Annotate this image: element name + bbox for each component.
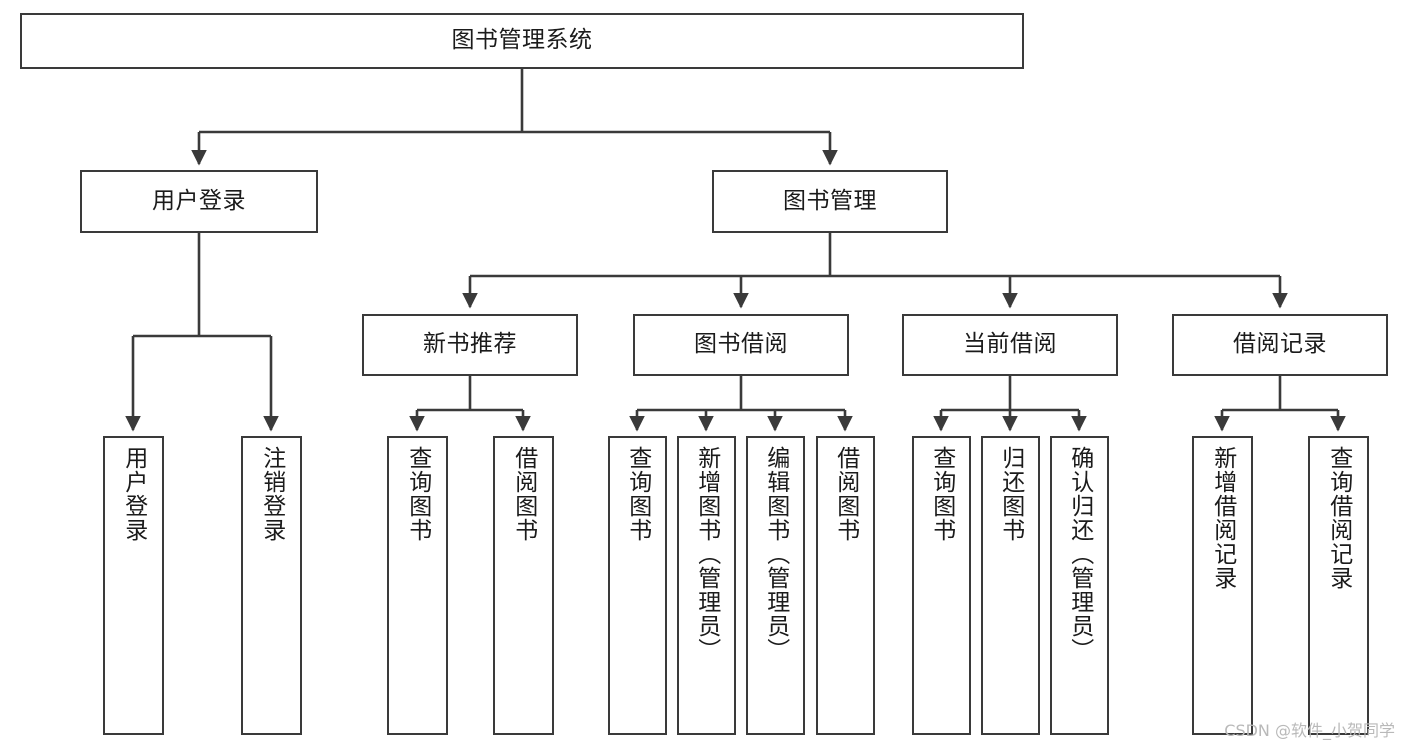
node-borrowing-record[interactable]: 借阅记录 [1172, 314, 1388, 376]
node-label: 新书推荐 [423, 331, 517, 358]
node-new-book-recommendation[interactable]: 新书推荐 [362, 314, 578, 376]
node-label: 借阅图书 [832, 446, 859, 542]
watermark: CSDN @软件_小贺同学 [1224, 721, 1395, 740]
node-label: 查询图书 [624, 446, 651, 542]
node-label: 归还图书 [997, 446, 1024, 542]
node-root-book-management-system[interactable]: 图书管理系统 [20, 13, 1024, 69]
node-leaf-add-borrow-record[interactable]: 新增借阅记录 [1192, 436, 1253, 735]
node-label: 图书管理 [783, 187, 877, 214]
node-label: 注销登录 [258, 446, 285, 542]
node-leaf-borrow-book[interactable]: 借阅图书 [816, 436, 875, 735]
node-label: 查询图书 [928, 446, 955, 542]
node-leaf-query-book-current[interactable]: 查询图书 [912, 436, 971, 735]
node-label: 图书借阅 [694, 331, 788, 358]
node-current-borrowing[interactable]: 当前借阅 [902, 314, 1118, 376]
node-leaf-edit-book-admin[interactable]: 编辑图书（管理员） [746, 436, 805, 735]
node-leaf-add-book-admin[interactable]: 新增图书（管理员） [677, 436, 736, 735]
node-label: 新增借阅记录 [1209, 446, 1236, 590]
node-label: 用户登录 [152, 187, 246, 214]
node-leaf-query-book-newbook[interactable]: 查询图书 [387, 436, 448, 735]
node-leaf-confirm-return-admin[interactable]: 确认归还（管理员） [1050, 436, 1109, 735]
node-leaf-query-borrow-record[interactable]: 查询借阅记录 [1308, 436, 1369, 735]
node-label: 确认归还（管理员） [1066, 446, 1093, 662]
node-label: 用户登录 [120, 446, 147, 542]
node-leaf-return-book[interactable]: 归还图书 [981, 436, 1040, 735]
node-label: 借阅图书 [510, 446, 537, 542]
node-leaf-logout[interactable]: 注销登录 [241, 436, 302, 735]
node-user-login[interactable]: 用户登录 [80, 170, 318, 233]
node-label: 当前借阅 [963, 331, 1057, 358]
node-label: 新增图书（管理员） [693, 446, 720, 662]
node-book-management[interactable]: 图书管理 [712, 170, 948, 233]
node-leaf-user-login[interactable]: 用户登录 [103, 436, 164, 735]
node-book-borrowing[interactable]: 图书借阅 [633, 314, 849, 376]
node-label: 编辑图书（管理员） [762, 446, 789, 662]
node-label: 图书管理系统 [451, 27, 593, 54]
node-label: 查询图书 [404, 446, 431, 542]
node-leaf-query-book-borrow[interactable]: 查询图书 [608, 436, 667, 735]
node-label: 借阅记录 [1233, 331, 1327, 358]
node-label: 查询借阅记录 [1325, 446, 1352, 590]
node-leaf-borrow-book-newbook[interactable]: 借阅图书 [493, 436, 554, 735]
